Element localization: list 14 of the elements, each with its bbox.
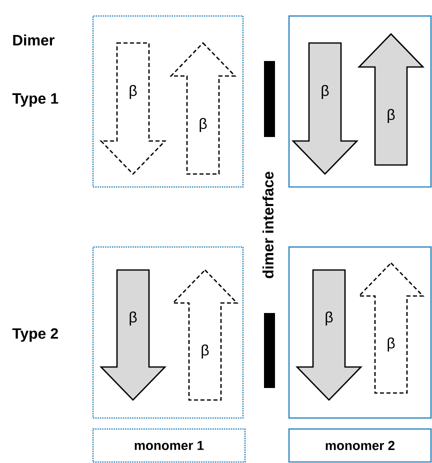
panel-box <box>288 246 432 419</box>
row-label: Type 2 <box>12 328 58 342</box>
panel-box <box>288 15 432 188</box>
panel-box <box>92 15 244 188</box>
row-label: Type 1 <box>12 93 58 107</box>
beta-strand: β <box>99 42 167 175</box>
axis-label: dimer interface <box>262 172 274 278</box>
beta-strand: β <box>295 269 363 401</box>
monomer-box: monomer 1 <box>92 428 246 463</box>
beta-strand: β <box>291 42 359 175</box>
beta-strand: β <box>99 269 167 401</box>
panel-box <box>92 246 244 419</box>
monomer-box: monomer 2 <box>288 428 432 463</box>
row-label: Dimer <box>13 34 54 46</box>
